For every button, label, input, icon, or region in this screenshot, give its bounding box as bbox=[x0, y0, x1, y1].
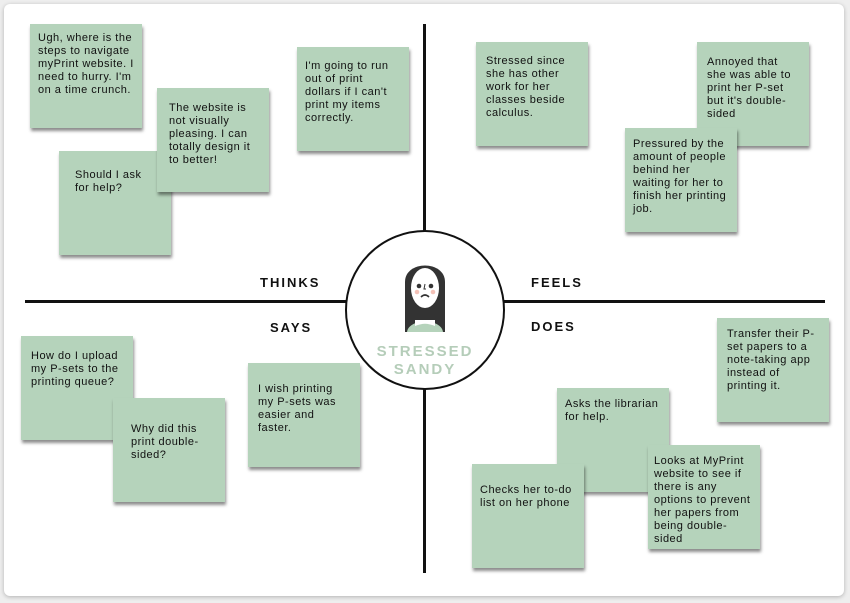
sticky-note[interactable]: Should I ask for help? bbox=[59, 151, 171, 255]
sticky-note[interactable]: The website is not visually pleasing. I … bbox=[157, 88, 269, 192]
sticky-note[interactable]: How do I upload my P-sets to the printin… bbox=[21, 336, 133, 440]
label-says: SAYS bbox=[270, 320, 313, 335]
sticky-note[interactable]: Asks the librarian for help. bbox=[557, 388, 669, 492]
persona-name-line2: SANDY bbox=[393, 361, 457, 378]
sticky-note[interactable]: Checks her to-do list on her phone bbox=[472, 464, 584, 568]
sticky-note[interactable]: Looks at MyPrint website to see if there… bbox=[648, 445, 760, 549]
sticky-note[interactable]: Pressured by the amount of people behind… bbox=[625, 128, 737, 232]
label-feels: FEELS bbox=[531, 275, 583, 290]
sticky-note[interactable]: Why did this print double-sided? bbox=[113, 398, 225, 502]
sticky-note[interactable]: Stressed since she has other work for he… bbox=[476, 42, 588, 146]
persona-name-line1: STRESSED bbox=[376, 343, 474, 360]
persona-avatar-icon bbox=[405, 265, 445, 332]
label-thinks: THINKS bbox=[260, 275, 321, 290]
sticky-note[interactable]: Ugh, where is the steps to navigate myPr… bbox=[30, 24, 142, 128]
sticky-note[interactable]: I'm going to run out of print dollars if… bbox=[297, 47, 409, 151]
persona-circle: STRESSED SANDY bbox=[345, 230, 505, 390]
sticky-note[interactable]: I wish printing my P-sets was easier and… bbox=[248, 363, 360, 467]
sticky-note[interactable]: Transfer their P-set papers to a note-ta… bbox=[717, 318, 829, 422]
label-does: DOES bbox=[531, 319, 576, 334]
